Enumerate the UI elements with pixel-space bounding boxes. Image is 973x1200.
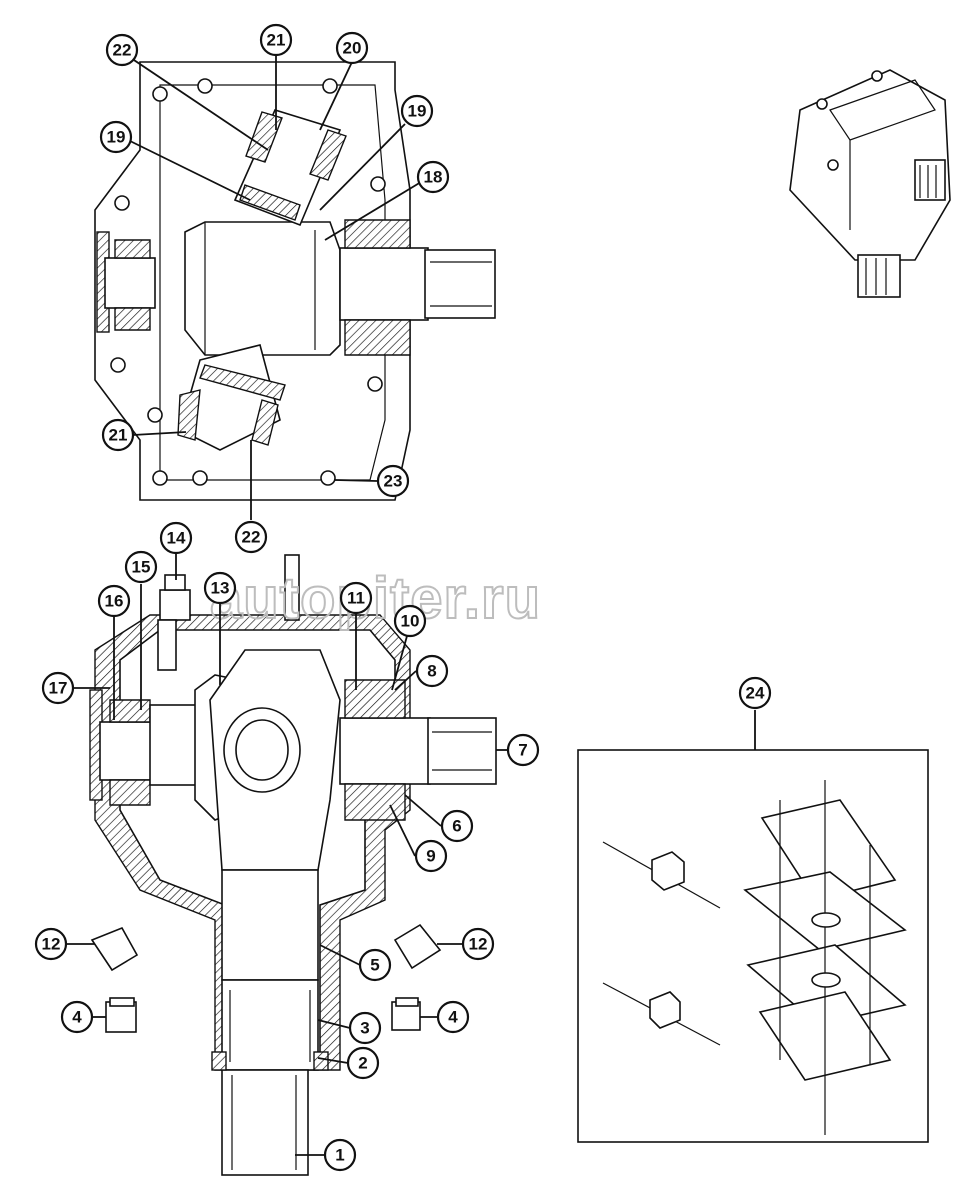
callout-15: 15 — [124, 550, 158, 584]
callout-21-bottom: 21 — [101, 418, 135, 452]
callout-23: 23 — [376, 464, 410, 498]
housing-bolt-holes — [110, 78, 386, 486]
svg-text:15: 15 — [132, 558, 151, 577]
svg-text:4: 4 — [448, 1008, 458, 1027]
kit-24-frame — [577, 710, 929, 1143]
callout-6: 6 — [440, 809, 474, 843]
watermark-text: autopiter.ru — [210, 566, 541, 631]
tool-rod-lower — [602, 982, 721, 1046]
svg-text:19: 19 — [107, 128, 126, 147]
callout-19-right: 19 — [400, 94, 434, 128]
svg-text:21: 21 — [109, 426, 128, 445]
svg-text:3: 3 — [360, 1019, 369, 1038]
svg-text:22: 22 — [242, 528, 261, 547]
svg-text:7: 7 — [518, 741, 527, 760]
callout-4-left: 4 — [60, 1000, 94, 1034]
svg-text:21: 21 — [267, 31, 286, 50]
plug-12-right — [393, 923, 442, 970]
tool-plate-stack — [743, 780, 907, 1135]
gearbox-top-section-view — [94, 61, 496, 501]
svg-text:14: 14 — [167, 529, 186, 548]
svg-text:22: 22 — [113, 41, 132, 60]
callout-20: 20 — [335, 31, 369, 65]
callout-4-right: 4 — [436, 1000, 470, 1034]
callout-22-bottom: 22 — [234, 520, 268, 554]
callout-5: 5 — [358, 948, 392, 982]
callout-3: 3 — [348, 1011, 382, 1045]
callout-8: 8 — [415, 654, 449, 688]
callout-22-top: 22 — [105, 33, 139, 67]
bushing-4-left — [105, 997, 137, 1033]
callout-12-right: 12 — [461, 927, 495, 961]
svg-text:6: 6 — [452, 817, 461, 836]
callout-9: 9 — [414, 839, 448, 873]
svg-text:10: 10 — [401, 612, 420, 631]
svg-text:24: 24 — [746, 684, 765, 703]
callout-10: 10 — [393, 604, 427, 638]
svg-text:13: 13 — [211, 579, 230, 598]
callout-18: 18 — [416, 160, 450, 194]
svg-text:19: 19 — [408, 102, 427, 121]
gearbox-assembly-3d-icon — [789, 69, 951, 298]
callout-1: 1 — [323, 1138, 357, 1172]
svg-text:5: 5 — [370, 956, 379, 975]
gearbox-bottom-section-view — [89, 554, 497, 1176]
leader-lines — [66, 51, 507, 1156]
svg-text:8: 8 — [427, 662, 436, 681]
callout-19-left: 19 — [99, 120, 133, 154]
svg-text:11: 11 — [347, 589, 365, 608]
callout-12-left: 12 — [34, 927, 68, 961]
bushing-4-right — [391, 997, 421, 1031]
callout-16: 16 — [97, 584, 131, 618]
callout-13: 13 — [203, 571, 237, 605]
svg-text:1: 1 — [335, 1146, 344, 1165]
svg-text:12: 12 — [469, 935, 488, 954]
svg-text:18: 18 — [424, 168, 443, 187]
svg-text:16: 16 — [105, 592, 124, 611]
callout-14: 14 — [159, 521, 193, 555]
svg-text:4: 4 — [72, 1008, 82, 1027]
svg-text:20: 20 — [343, 39, 362, 58]
svg-text:9: 9 — [426, 847, 435, 866]
callout-21-top: 21 — [259, 23, 293, 57]
tool-rod-upper — [602, 841, 721, 909]
svg-text:23: 23 — [384, 472, 403, 491]
plug-12-left — [90, 926, 139, 972]
svg-text:12: 12 — [42, 935, 61, 954]
callout-7: 7 — [506, 733, 540, 767]
callout-17: 17 — [41, 671, 75, 705]
callout-2: 2 — [346, 1046, 380, 1080]
callout-11: 11 — [339, 581, 373, 615]
callout-24: 24 — [738, 676, 772, 710]
svg-text:17: 17 — [49, 679, 68, 698]
svg-text:2: 2 — [358, 1054, 367, 1073]
